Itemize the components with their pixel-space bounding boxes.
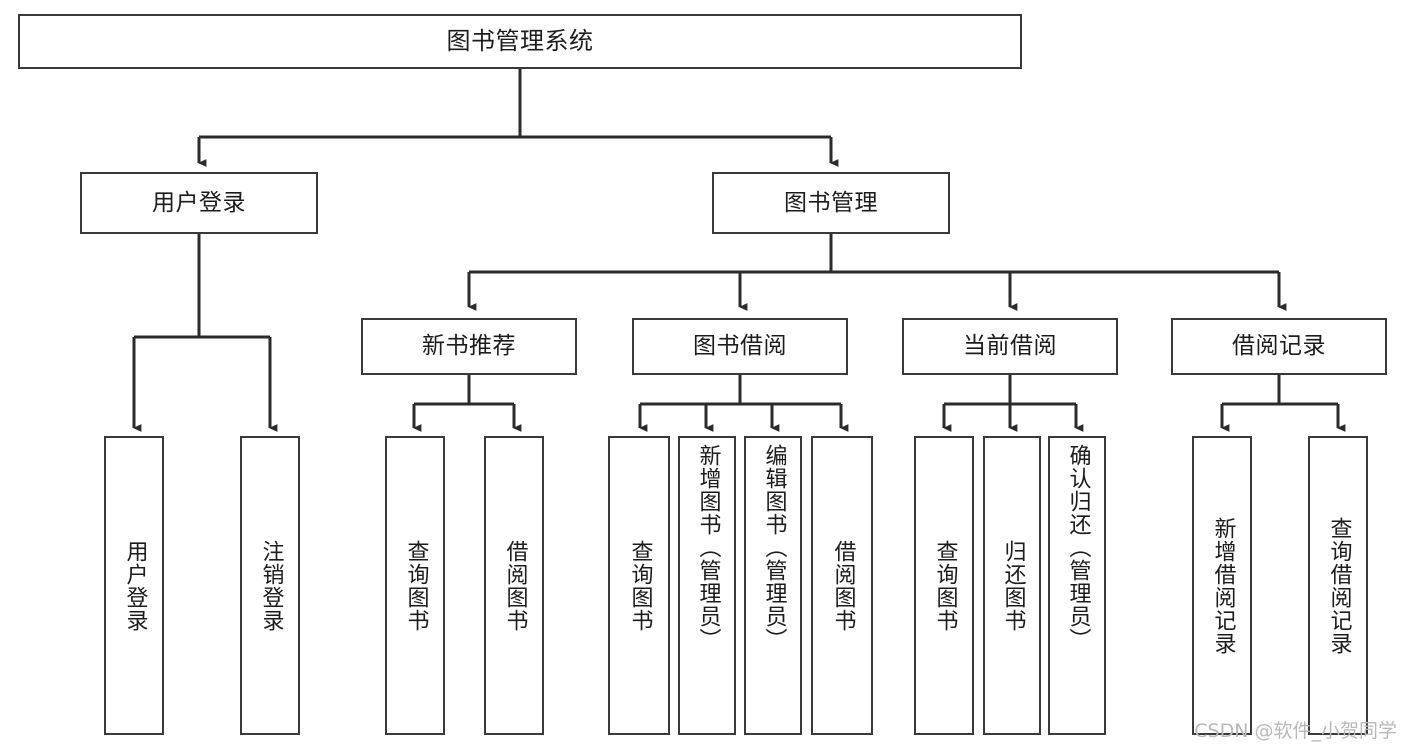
leaf-book-borrow-add-book-admin[interactable]: 新增图书（管理员）	[678, 436, 736, 735]
node-label: 借阅记录	[1232, 333, 1326, 360]
node-label: 查询借阅记录	[1326, 516, 1352, 655]
node-book-borrow[interactable]: 图书借阅	[632, 318, 848, 375]
node-label: 借阅图书	[830, 539, 856, 632]
node-book-management[interactable]: 图书管理	[712, 172, 950, 234]
leaf-user-login-logout[interactable]: 注销登录	[240, 436, 300, 735]
leaf-borrow-record-add-record[interactable]: 新增借阅记录	[1192, 436, 1252, 735]
node-root-book-management-system[interactable]: 图书管理系统	[18, 14, 1022, 69]
node-label: 图书管理系统	[446, 26, 594, 55]
leaf-book-borrow-edit-book-admin[interactable]: 编辑图书（管理员）	[744, 436, 802, 735]
node-user-login[interactable]: 用户登录	[80, 172, 318, 234]
node-label: 编辑图书（管理员）	[761, 444, 787, 651]
node-current-borrow[interactable]: 当前借阅	[902, 318, 1118, 375]
node-borrow-record[interactable]: 借阅记录	[1171, 318, 1387, 375]
leaf-borrow-record-query-record[interactable]: 查询借阅记录	[1308, 436, 1368, 735]
node-label: 归还图书	[1000, 539, 1026, 632]
leaf-new-book-query-book[interactable]: 查询图书	[385, 436, 445, 735]
node-label: 图书借阅	[693, 333, 787, 360]
node-label: 图书管理	[784, 189, 878, 216]
leaf-current-borrow-confirm-return-admin[interactable]: 确认归还（管理员）	[1048, 436, 1106, 735]
leaf-new-book-borrow-book[interactable]: 借阅图书	[484, 436, 544, 735]
node-label: 新增借阅记录	[1210, 516, 1236, 655]
leaf-user-login-login[interactable]: 用户登录	[104, 436, 164, 735]
leaf-current-borrow-return-book[interactable]: 归还图书	[983, 436, 1041, 735]
node-new-book-recommend[interactable]: 新书推荐	[361, 318, 577, 375]
node-label: 新增图书（管理员）	[695, 444, 721, 651]
csdn-watermark: CSDN @软件_小贺同学	[1194, 720, 1397, 742]
node-label: 注销登录	[258, 539, 284, 632]
node-label: 查询图书	[932, 539, 958, 632]
node-label: 查询图书	[403, 539, 429, 632]
node-label: 借阅图书	[502, 539, 528, 632]
node-label: 当前借阅	[963, 333, 1057, 360]
leaf-book-borrow-query-book[interactable]: 查询图书	[608, 436, 670, 735]
node-label: 确认归还（管理员）	[1065, 444, 1091, 651]
node-label: 新书推荐	[422, 333, 516, 360]
node-label: 用户登录	[152, 189, 246, 216]
node-label: 用户登录	[122, 539, 148, 632]
node-label: 查询图书	[627, 539, 653, 632]
leaf-book-borrow-borrow-book[interactable]: 借阅图书	[811, 436, 873, 735]
leaf-current-borrow-query-book[interactable]: 查询图书	[914, 436, 974, 735]
